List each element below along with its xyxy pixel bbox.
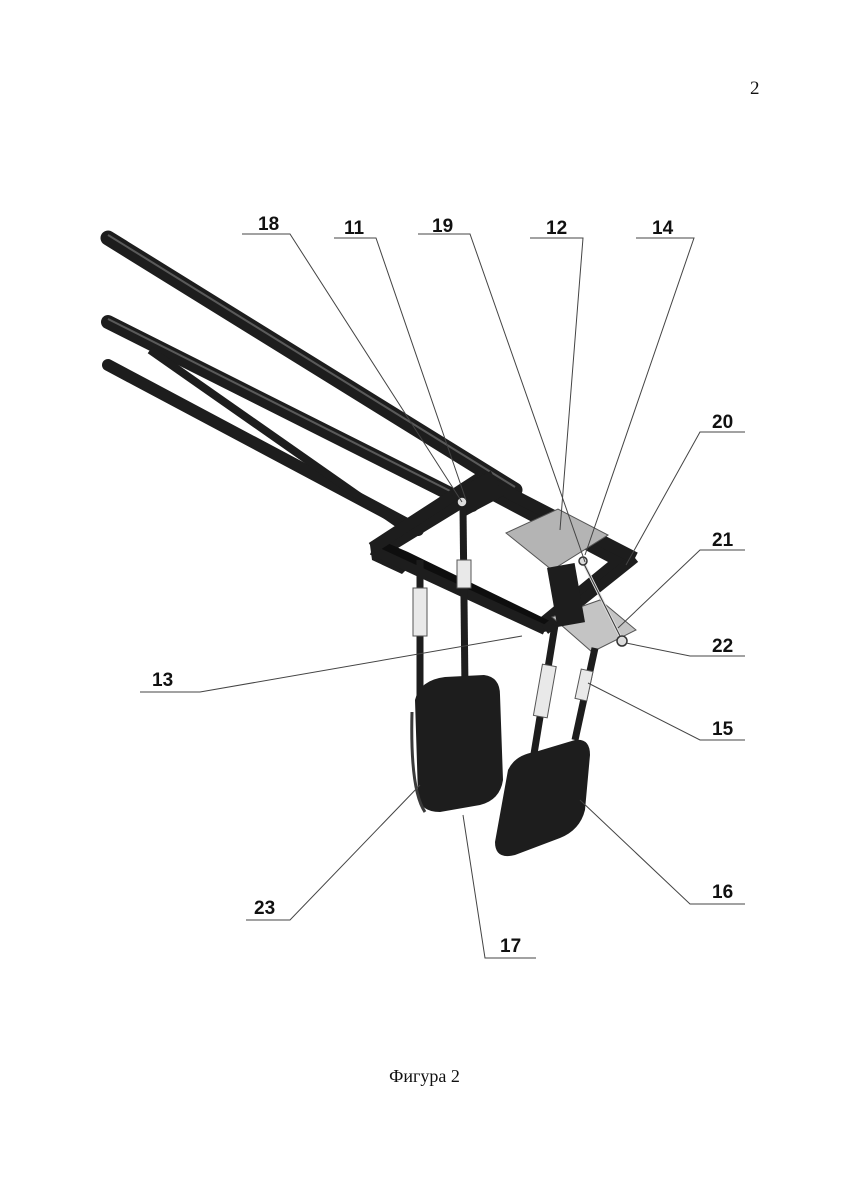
left-rod-wrap-inner: [456, 559, 472, 589]
leader-lines: [140, 233, 745, 959]
leader-15: [587, 682, 745, 741]
callout-21: 21: [712, 530, 734, 551]
upper-pivot: [578, 556, 588, 566]
page-number: 2: [750, 78, 760, 99]
link-rod-outline: [581, 559, 623, 641]
right-pedal-assembly: [495, 624, 599, 857]
bracket-frame-body: [370, 476, 635, 632]
pivot-joint: [616, 635, 628, 647]
right-pedal-pad: [495, 739, 590, 857]
left-rod-wrap-outer: [412, 587, 428, 637]
callout-13: 13: [152, 670, 173, 691]
callout-20: 20: [712, 412, 733, 433]
figure-caption: Фигура 2: [389, 1066, 460, 1086]
bracket-frame-front-edge: [369, 545, 548, 635]
callout-19: 19: [432, 216, 453, 237]
left-pedal-assembly: [410, 507, 503, 813]
callout-12: 12: [546, 218, 567, 239]
leader-11: [334, 237, 467, 501]
leader-20: [625, 431, 745, 566]
leader-18: [242, 233, 463, 503]
callout-23: 23: [254, 898, 275, 919]
right-rod-wrap-inner: [574, 668, 594, 702]
callout-14: 14: [652, 218, 674, 239]
leader-23: [246, 784, 421, 921]
upper-plate: [505, 508, 610, 571]
left-pedal-pad: [415, 675, 503, 812]
leader-21: [617, 549, 745, 629]
middle-rail-highlight: [107, 318, 473, 503]
callout-17: 17: [500, 936, 521, 957]
upper-rail: [100, 230, 523, 498]
adjustment-plates: [505, 508, 637, 653]
leader-17: [462, 814, 536, 959]
vertical-block: [547, 563, 585, 627]
middle-rail: [101, 315, 479, 512]
right-rod-wrap-outer: [532, 663, 557, 719]
left-pedal-pad-edge: [410, 711, 427, 813]
leader-13: [140, 635, 523, 693]
callout-labels: 18 11 19 12 14 20 21 22 13 15 16 23 17: [152, 214, 734, 957]
leader-22: [625, 642, 745, 657]
cross-strut: [147, 346, 403, 529]
callout-18: 18: [258, 214, 279, 235]
frame-rails: [100, 230, 523, 536]
callout-11: 11: [344, 218, 365, 239]
callout-22: 22: [712, 636, 733, 657]
left-rod-inner: [459, 507, 469, 691]
leader-14: [584, 237, 695, 556]
leader-12: [530, 237, 584, 531]
callout-16: 16: [712, 882, 733, 903]
leader-16: [579, 799, 745, 905]
callout-15: 15: [712, 719, 734, 740]
leader-19: [418, 233, 586, 563]
